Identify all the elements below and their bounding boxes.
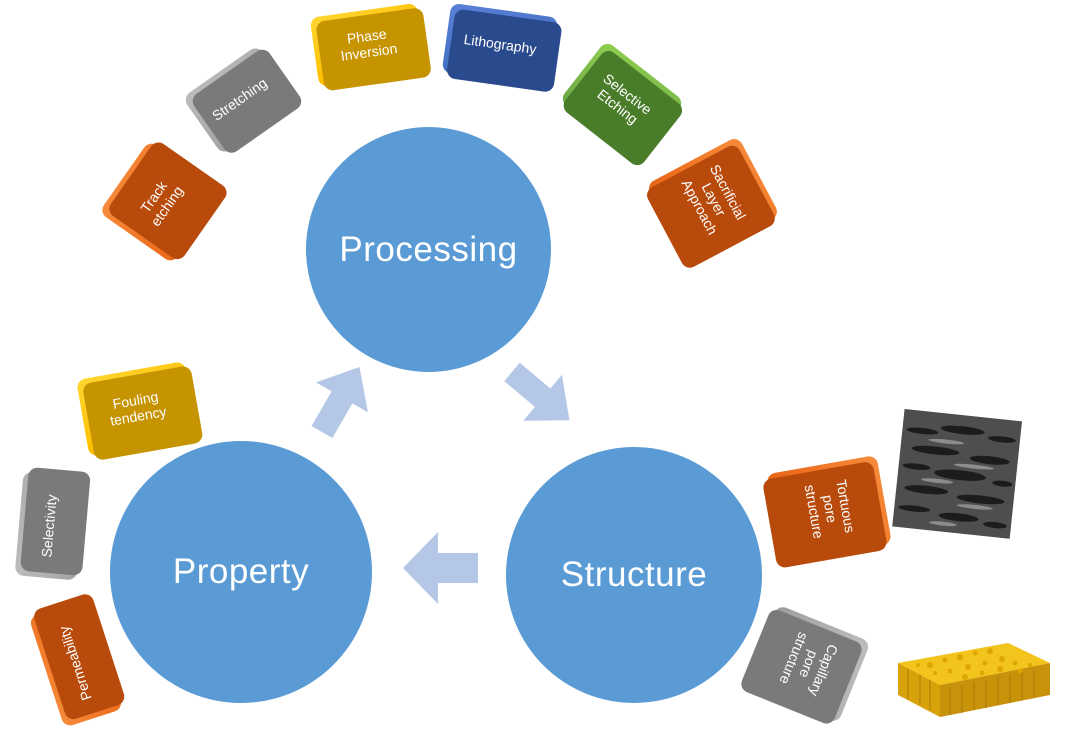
arrow-property-to-processing (311, 367, 368, 438)
processing-method-phase-inversion: Phase Inversion (309, 2, 427, 88)
porous-block-image (898, 643, 1050, 717)
property-selectivity: Selectivity (14, 471, 86, 581)
arrow-structure-to-property (403, 532, 478, 604)
processing-circle: Processing (306, 127, 551, 372)
structure-label: Structure (560, 555, 708, 594)
processing-label: Processing (339, 229, 518, 269)
property-label: Property (172, 552, 310, 591)
property-circle: Property (110, 441, 372, 703)
arrow-processing-to-structure (504, 362, 570, 421)
structure-circle: Structure (506, 447, 762, 703)
structure-tortuous-pore: Tortuous pore structure (766, 454, 892, 564)
processing-method-lithography: Lithography (441, 2, 559, 88)
sem-micrograph-image (892, 409, 1022, 539)
